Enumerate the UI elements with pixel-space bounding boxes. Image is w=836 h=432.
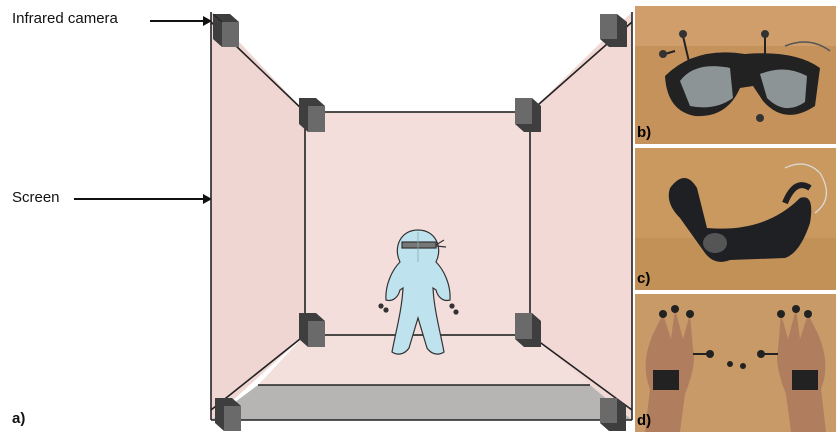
ceiling — [211, 12, 632, 112]
infrared-camera-icon — [600, 398, 626, 431]
floor — [211, 385, 632, 420]
screen-label: Screen — [12, 189, 60, 206]
infrared-camera-icon — [212, 13, 239, 47]
right-wall — [530, 12, 632, 420]
joystick-photo: c) — [635, 148, 836, 290]
infrared-camera-icon — [515, 313, 541, 347]
infrared-camera-icon — [515, 98, 541, 132]
user-figure-icon — [378, 229, 459, 355]
panel-label-c: c) — [637, 270, 651, 287]
infrared-camera-icon — [299, 98, 325, 132]
panel-label-b: b) — [637, 124, 652, 141]
left-wall — [211, 12, 305, 420]
infrared-camera-icon — [600, 14, 627, 47]
arrow-icon — [74, 194, 212, 204]
panel-label-d: d) — [637, 412, 652, 429]
glasses-photo: b) — [635, 6, 836, 144]
hand-markers-photo: d) — [635, 294, 836, 432]
infrared-camera-icon — [299, 313, 325, 347]
floor-light — [258, 335, 590, 385]
panel-label-a: a) — [12, 410, 26, 427]
arrow-icon — [150, 16, 212, 26]
infrared-camera-label: Infrared camera — [12, 10, 118, 27]
cave-room-drawing — [74, 12, 633, 431]
infrared-camera-icon — [215, 398, 241, 431]
